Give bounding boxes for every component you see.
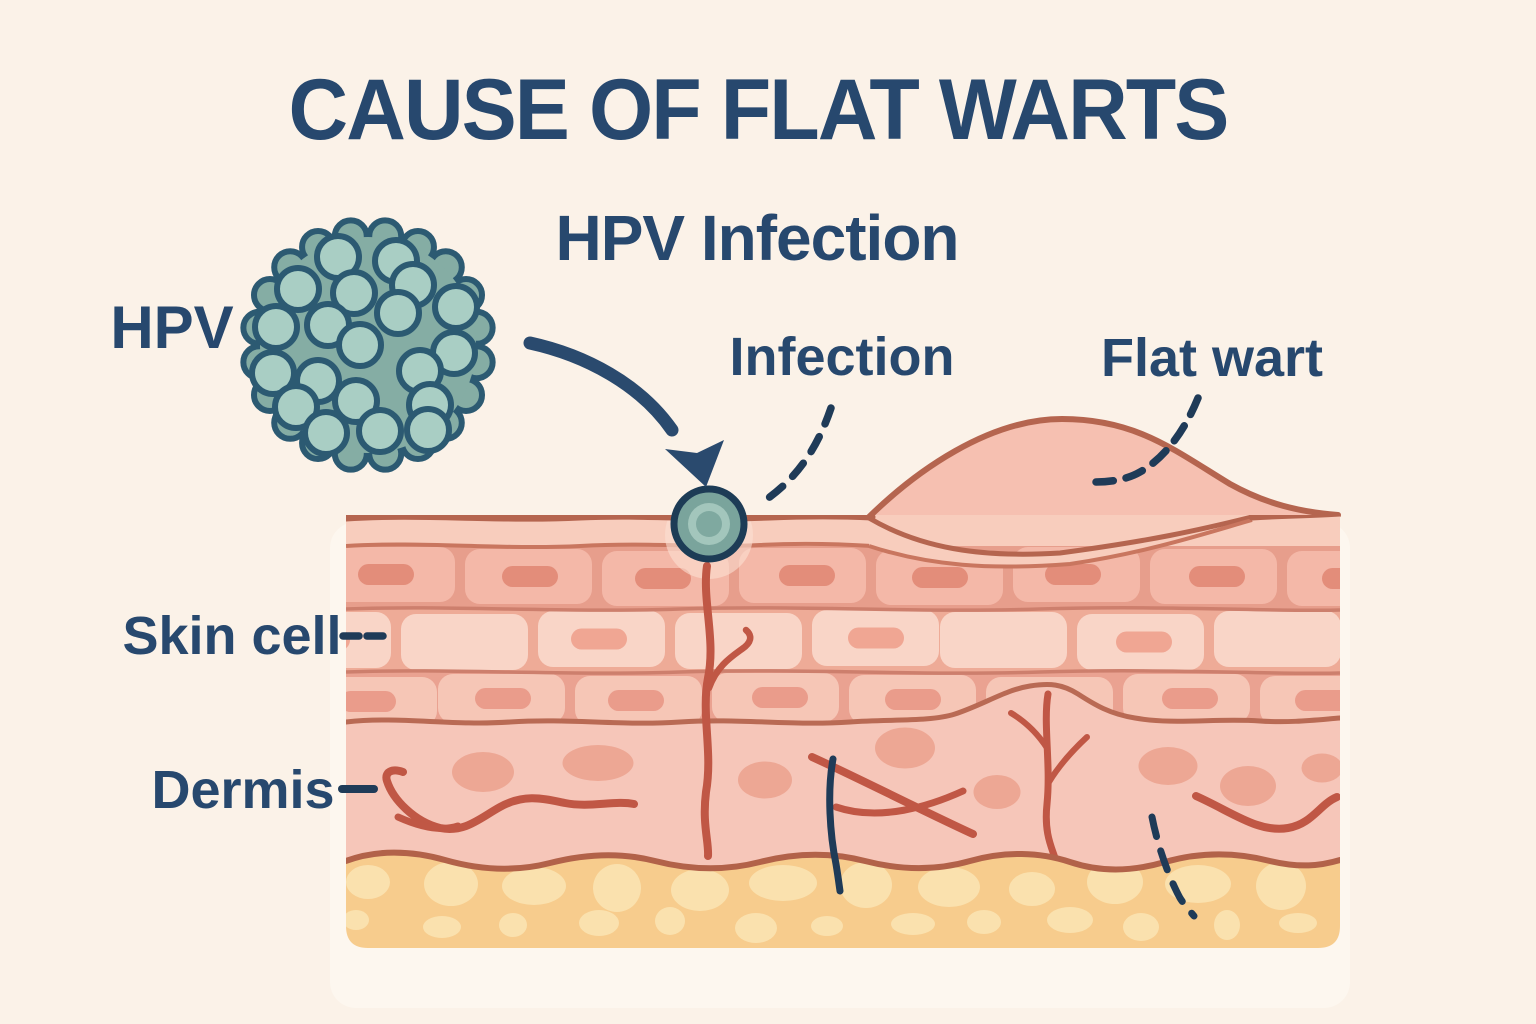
dermis-vessel-branching: [1042, 690, 1059, 862]
flat-wart-label: Flat wart: [1100, 328, 1324, 388]
hpv-virus-illustration: [240, 217, 496, 473]
infection-pointer-line: [754, 404, 835, 509]
dermis-vessel-middle: [808, 753, 977, 838]
fat-cells: [346, 860, 1317, 943]
dermis-cells: [452, 727, 1340, 809]
subcutaneous-fat-layer: [346, 849, 1340, 948]
infection-label: Infection: [729, 327, 955, 387]
subtitle: HPV Infection: [555, 202, 959, 274]
dermis-vessel-right: [1192, 792, 1340, 833]
infection-vessel: [700, 562, 754, 860]
infection-site-dot: [670, 485, 748, 563]
skin-cross-section: [346, 515, 1340, 948]
skin-surface: [346, 515, 876, 522]
page-title: CAUSE OF FLAT WARTS: [288, 62, 1230, 158]
hair-line: [826, 755, 844, 895]
skin-cell-label: Skin cell: [122, 606, 342, 666]
flat-wart-pointer-line: [1092, 394, 1202, 486]
dermis-layer: [346, 684, 1340, 905]
dermal-papilla-boundary: [346, 682, 1340, 726]
hpv-label: HPV: [110, 294, 234, 361]
dashed-line-right: [1148, 813, 1198, 920]
dermis-vessel-left: [382, 766, 638, 833]
transmission-arrow: [523, 336, 724, 487]
dermis-label: Dermis: [151, 760, 335, 820]
